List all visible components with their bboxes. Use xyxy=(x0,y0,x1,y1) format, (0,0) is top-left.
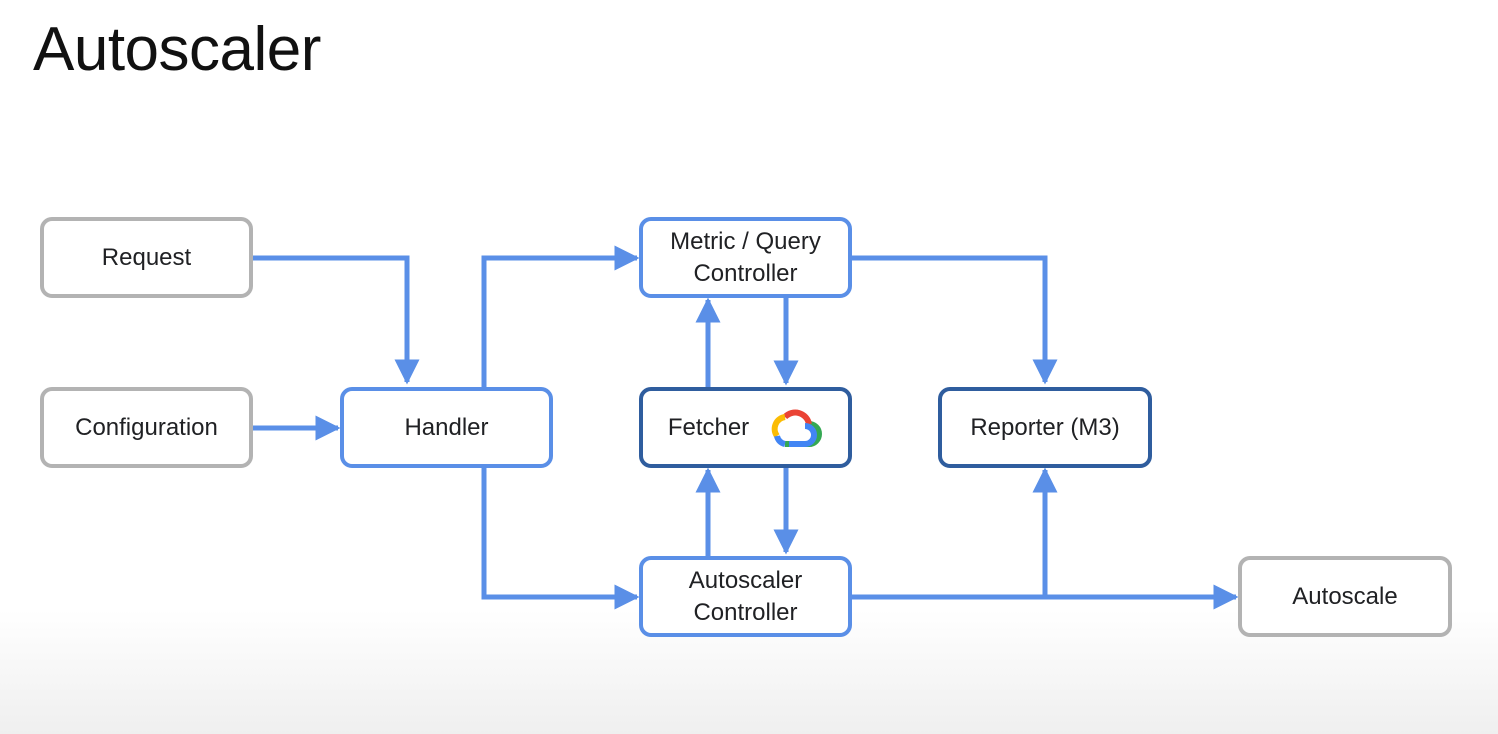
node-autoscale: Autoscale xyxy=(1238,556,1452,637)
node-autoscaler-controller-label: Autoscaler Controller xyxy=(688,566,803,626)
node-fetcher-label: Fetcher xyxy=(667,413,750,441)
node-metric-query-controller-label: Metric / Query Controller xyxy=(670,227,821,287)
node-configuration-label: Configuration xyxy=(75,413,218,441)
arrow-handler-to-autoscaler-controller xyxy=(481,466,640,610)
google-cloud-icon xyxy=(771,409,823,447)
node-handler: Handler xyxy=(340,387,553,468)
node-autoscale-label: Autoscale xyxy=(1292,582,1398,610)
node-handler-label: Handler xyxy=(404,413,489,441)
node-autoscaler-controller: Autoscaler Controller xyxy=(639,556,852,637)
arrow-metric-query-controller-to-reporter xyxy=(851,255,1058,385)
node-fetcher: Fetcher xyxy=(639,387,852,468)
node-metric-query-controller: Metric / Query Controller xyxy=(639,217,852,298)
node-reporter: Reporter (M3) xyxy=(938,387,1152,468)
page-title: Autoscaler xyxy=(33,15,321,84)
arrow-handler-to-metric-query-controller xyxy=(481,245,640,388)
node-request-label: Request xyxy=(101,243,192,271)
node-reporter-label: Reporter (M3) xyxy=(970,413,1120,441)
node-request: Request xyxy=(40,217,253,298)
arrow-request-to-handler xyxy=(252,255,420,385)
node-configuration: Configuration xyxy=(40,387,253,468)
